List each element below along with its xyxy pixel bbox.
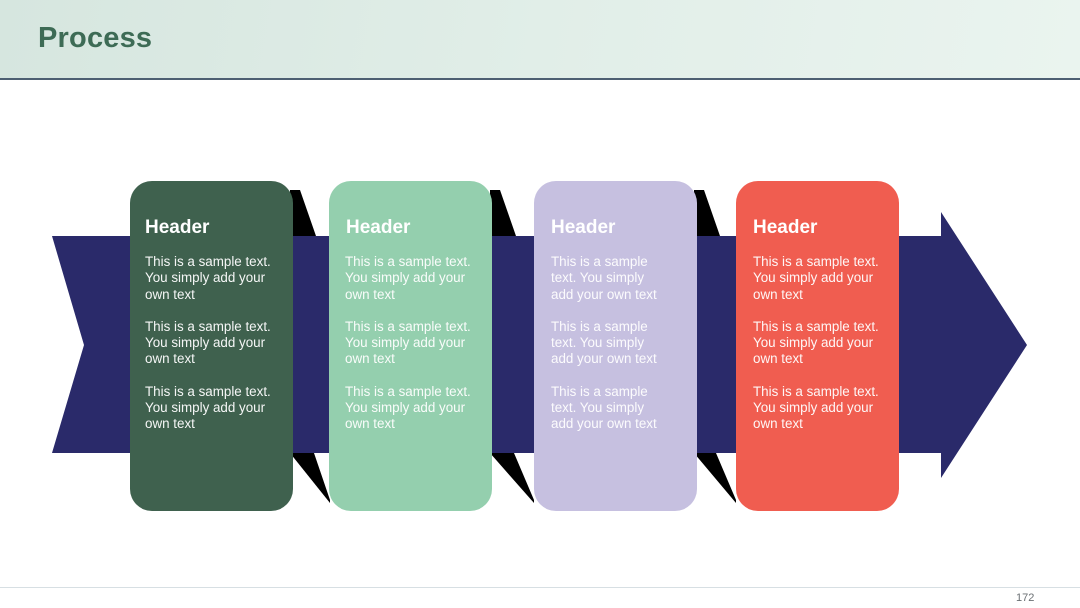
step-text: This is a sample text. You simply add yo… xyxy=(753,318,879,367)
step-card-2: Header This is a sample text. You simply… xyxy=(329,181,492,511)
step-card-4: Header This is a sample text. You simply… xyxy=(736,181,899,511)
step-text: This is a sample text. You simply add yo… xyxy=(145,383,271,432)
step-card-3: Header This is a sample text. You simply… xyxy=(534,181,697,511)
slide-title: Process xyxy=(38,22,153,54)
step-text: This is a sample text. You simply add yo… xyxy=(551,318,657,367)
ribbon-fold-shadows xyxy=(290,190,736,503)
title-bar: Process xyxy=(0,0,1080,80)
page-number: 172 xyxy=(1016,592,1035,604)
step-card-1: Header This is a sample text. You simply… xyxy=(130,181,293,511)
step-header: Header xyxy=(346,217,411,238)
step-text: This is a sample text. You simply add yo… xyxy=(753,383,879,432)
step-text: This is a sample text. You simply add yo… xyxy=(145,254,271,302)
step-text: This is a sample text. You simply add yo… xyxy=(551,254,657,302)
step-text: This is a sample text. You simply add yo… xyxy=(345,254,471,302)
step-text: This is a sample text. You simply add yo… xyxy=(145,318,271,367)
step-text: This is a sample text. You simply add yo… xyxy=(345,383,471,432)
step-text: This is a sample text. You simply add yo… xyxy=(551,383,657,432)
step-header: Header xyxy=(551,217,616,238)
step-header: Header xyxy=(145,217,210,238)
footer-divider xyxy=(0,587,1080,588)
step-text: This is a sample text. You simply add yo… xyxy=(345,318,471,367)
step-text: This is a sample text. You simply add yo… xyxy=(753,254,879,302)
step-header: Header xyxy=(753,217,818,238)
